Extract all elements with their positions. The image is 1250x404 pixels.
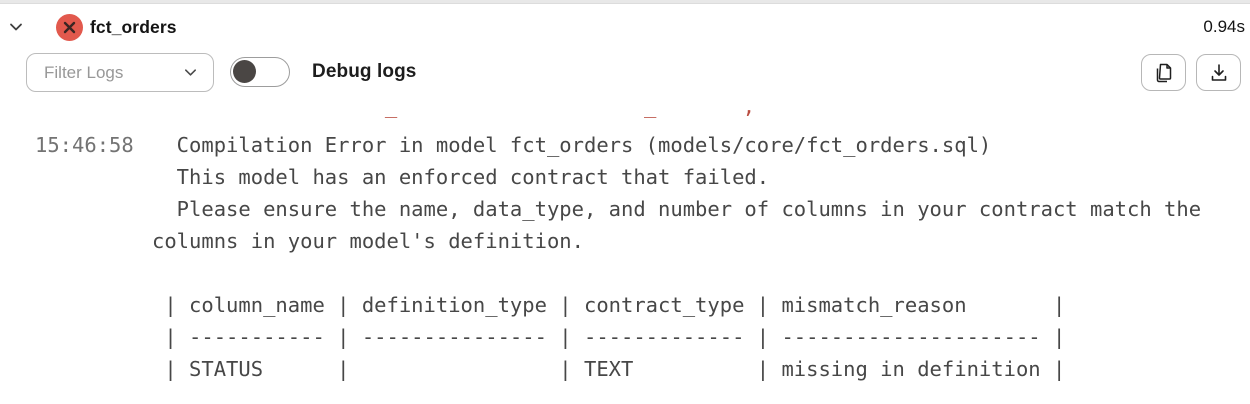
debug-logs-label: Debug logs [312, 61, 417, 82]
debug-logs-toggle[interactable] [230, 57, 290, 87]
clipped-error-line: _ _ , [175, 104, 756, 118]
filter-logs-label: Filter Logs [44, 62, 124, 82]
log-timestamp: 15:46:58 [35, 133, 134, 157]
model-name: fct_orders [90, 17, 177, 37]
log-message: Compilation Error in model fct_orders (m… [152, 133, 1202, 381]
log-output[interactable]: _ _ , 15:46:58 Compilation Error in mode… [0, 104, 1250, 404]
panel-top-divider [0, 0, 1250, 4]
run-duration: 0.94s [1203, 17, 1245, 36]
collapse-chevron-icon[interactable] [8, 19, 24, 35]
download-logs-button[interactable] [1196, 54, 1241, 91]
copy-logs-button[interactable] [1141, 54, 1186, 91]
chevron-down-icon [183, 65, 198, 80]
filter-logs-dropdown[interactable]: Filter Logs [26, 53, 214, 92]
download-icon [1208, 61, 1230, 85]
error-status-icon [56, 14, 83, 41]
toggle-knob [233, 60, 256, 83]
copy-icon [1153, 61, 1175, 85]
